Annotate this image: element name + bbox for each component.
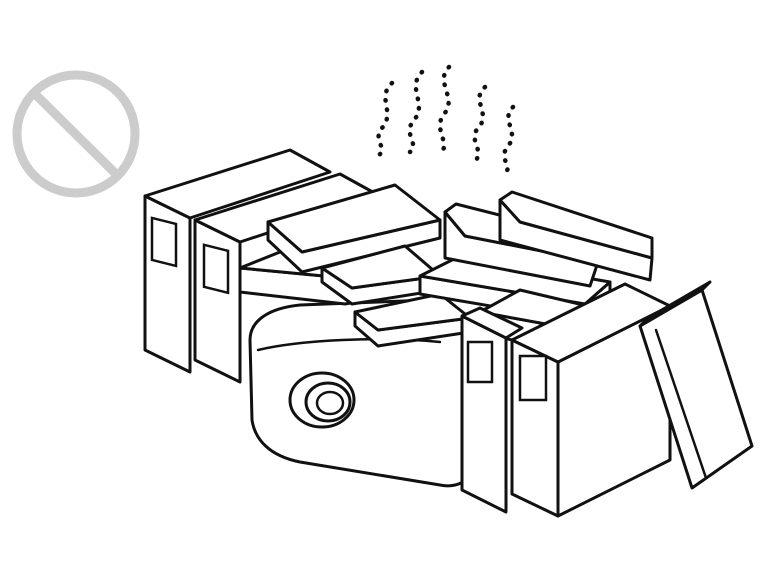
heat-fumes-icon xyxy=(376,64,516,175)
heat-line-1 xyxy=(376,80,395,158)
binder-label xyxy=(150,216,178,268)
projector-lens-icon xyxy=(288,371,356,429)
binder-left-2 xyxy=(193,172,382,384)
binder-left-1 xyxy=(143,148,332,374)
heat-line-3 xyxy=(437,64,452,158)
heat-line-2 xyxy=(407,69,425,155)
book-stack-left xyxy=(238,183,472,348)
binder-label xyxy=(466,340,494,384)
left-binders xyxy=(143,148,382,384)
leaning-book xyxy=(638,280,754,490)
right-binders xyxy=(460,282,672,518)
binder-right-1 xyxy=(460,306,524,514)
prohibition-ring xyxy=(12,70,140,198)
prohibition-slash xyxy=(31,90,121,179)
prohibition-sign-icon xyxy=(12,70,140,198)
binder-label xyxy=(202,243,230,295)
heat-line-4 xyxy=(472,84,488,163)
binder-label xyxy=(518,354,548,402)
projector xyxy=(248,298,472,488)
heat-line-5 xyxy=(502,104,516,175)
binder-right-2 xyxy=(510,282,672,518)
